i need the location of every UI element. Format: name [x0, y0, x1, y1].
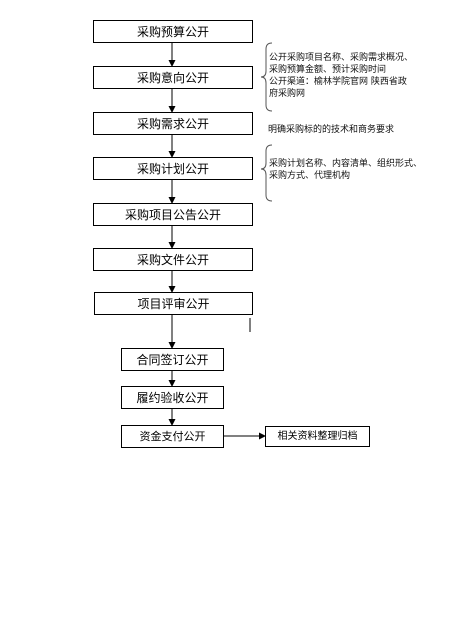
plan-note-line: 采购计划名称、内容清单、组织形式、: [269, 159, 423, 169]
demand-note: 明确采购标的的技术和商务要求: [268, 124, 394, 136]
step-payment-disclosure: 资金支付公开: [121, 425, 224, 448]
step-budget-disclosure: 采购预算公开: [93, 20, 253, 43]
plan-note: 采购计划名称、内容清单、组织形式、 采购方式、代理机构: [269, 158, 422, 182]
step-documents-disclosure: 采购文件公开: [93, 248, 253, 271]
step-review-disclosure: 项目评审公开: [94, 292, 253, 315]
step-acceptance-disclosure: 履约验收公开: [121, 386, 224, 409]
step-announcement-disclosure: 采购项目公告公开: [93, 203, 253, 226]
demand-note-line: 明确采购标的的技术和商务要求: [268, 125, 395, 135]
step-intent-disclosure: 采购意向公开: [93, 66, 253, 89]
intent-note-line: 公开采购项目名称、采购需求概况、: [269, 53, 414, 63]
step-demand-disclosure: 采购需求公开: [93, 112, 253, 135]
step-contract-disclosure: 合同签订公开: [121, 348, 224, 371]
plan-note-line: 采购方式、代理机构: [269, 171, 351, 181]
step-archive: 相关资料整理归档: [265, 426, 370, 447]
intent-note: 公开采购项目名称、采购需求概况、 采购预算金额、预计采购时间 公开渠道：榆林学院…: [269, 52, 413, 100]
intent-note-line: 公开渠道：榆林学院官网 陕西省政: [269, 77, 407, 87]
step-plan-disclosure: 采购计划公开: [93, 157, 253, 180]
intent-note-bracket: [260, 42, 273, 112]
intent-note-line: 府采购网: [269, 89, 306, 99]
plan-note-bracket: [260, 144, 273, 202]
intent-note-line: 采购预算金额、预计采购时间: [269, 65, 387, 75]
